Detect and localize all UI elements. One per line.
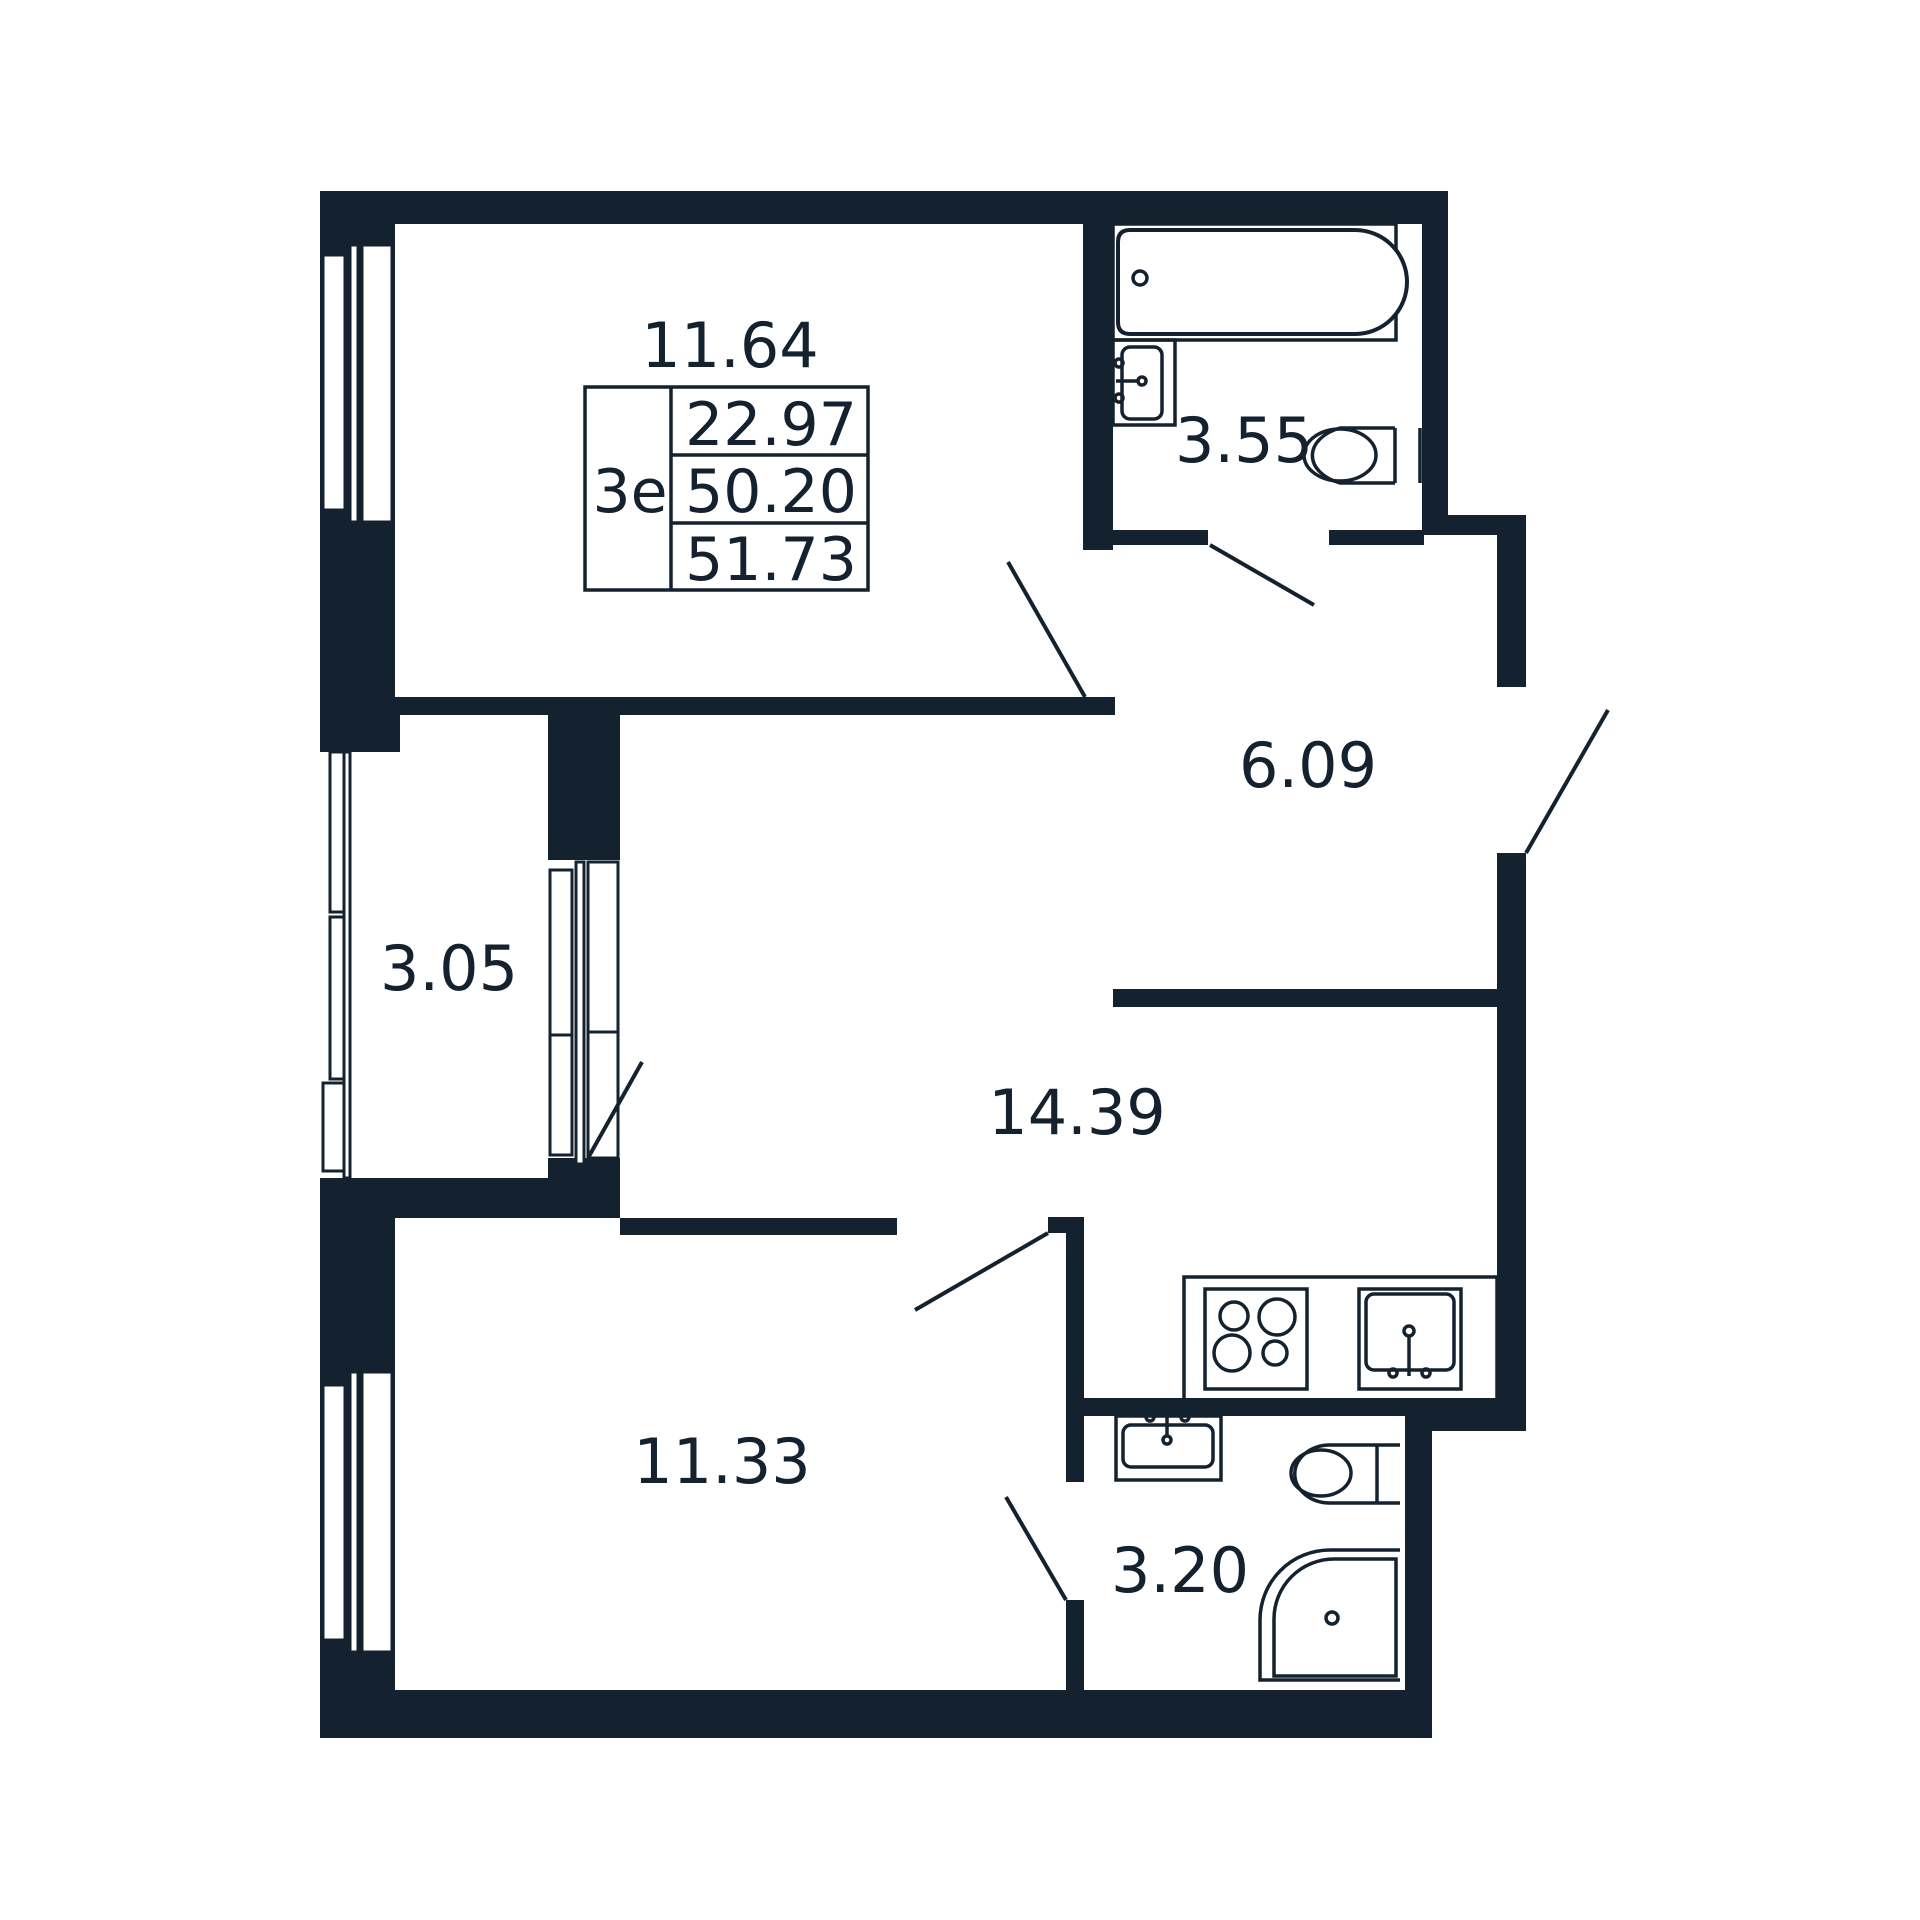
door-bedroom-top: [1006, 561, 1087, 698]
kitchen-sink-icon: [1357, 1287, 1463, 1391]
windows: [321, 243, 620, 1654]
door-entrance: [1524, 709, 1610, 854]
area-summary-table: [583, 385, 870, 592]
summary-total-with-balcony: 51.73: [685, 525, 857, 595]
toilet-icon: [1302, 426, 1422, 485]
room-area-kitchen-living: 14.39: [988, 1076, 1166, 1149]
washbasin-icon: [1111, 338, 1177, 427]
door-bathroom-top: [1209, 543, 1315, 607]
room-area-bedroom-bottom: 11.33: [633, 1425, 811, 1498]
door-bedroom-bottom: [913, 1231, 1050, 1312]
room-area-balcony: 3.05: [380, 932, 518, 1005]
shower-icon: [1258, 1548, 1400, 1682]
room-area-bathroom-bottom: 3.20: [1111, 1534, 1249, 1607]
room-area-bathroom-top: 3.55: [1175, 404, 1313, 477]
washbasin-bottom-icon: [1114, 1411, 1223, 1482]
labels: 11.64 22.97 50.20 51.73 3е 3.55 6.09 3.0…: [380, 309, 1377, 1607]
stove-icon: [1203, 1287, 1309, 1391]
door-bathroom-bottom: [1004, 1495, 1068, 1602]
toilet-bottom-icon: [1289, 1443, 1400, 1505]
bathtub-icon: [1111, 222, 1409, 342]
summary-total-area: 50.20: [685, 457, 857, 527]
unit-code: 3е: [592, 457, 667, 527]
door-balcony: [586, 1061, 644, 1159]
doors: [586, 543, 1610, 1602]
room-area-bedroom-top: 11.64: [641, 309, 819, 382]
room-area-hallway: 6.09: [1239, 729, 1377, 802]
kitchen-counter: [1182, 1275, 1499, 1402]
summary-living-area: 22.97: [685, 390, 857, 460]
